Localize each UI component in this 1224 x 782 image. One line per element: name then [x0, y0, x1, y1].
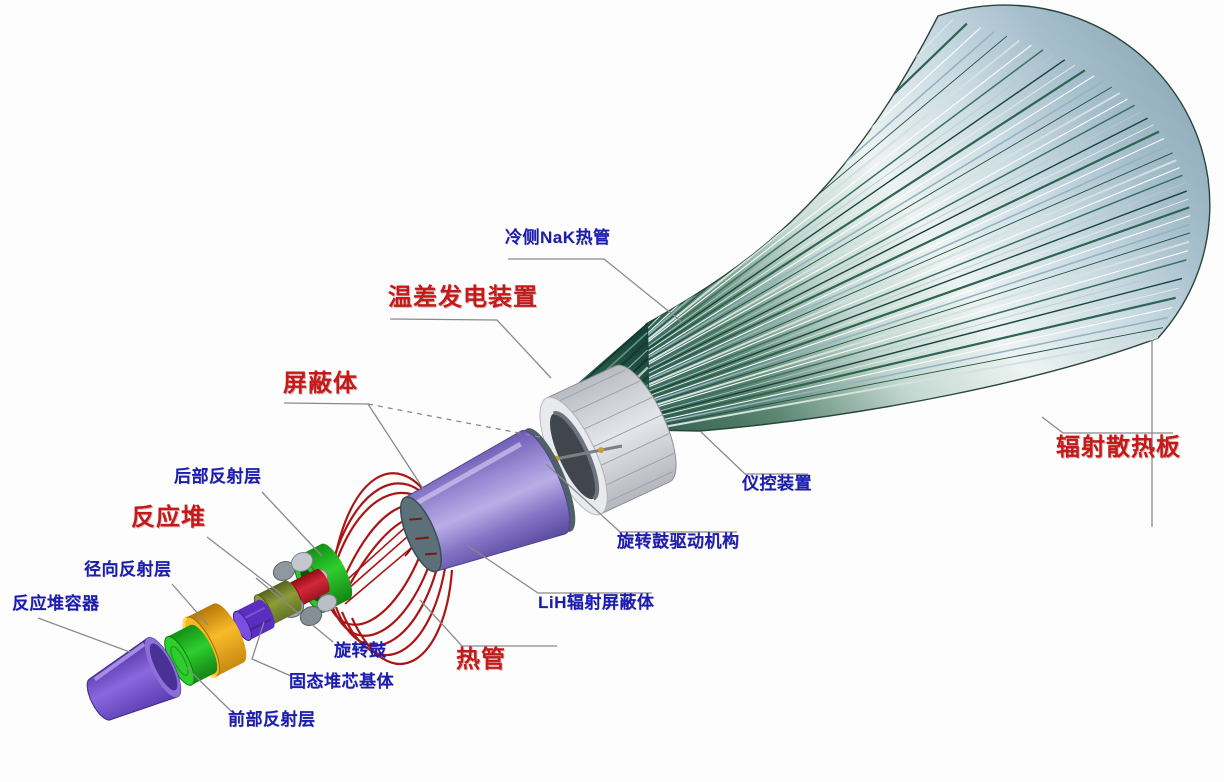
- label-shield: 屏蔽体: [283, 370, 358, 397]
- label-heat-pipe: 热管: [456, 646, 506, 673]
- leader-solid-core-matrix: [251, 621, 292, 677]
- leader-drum-drive-mechanism: [545, 463, 737, 533]
- leader-heat-pipe: [419, 599, 557, 647]
- label-rear-reflector: 后部反射层: [174, 467, 262, 486]
- leader-radial-reflector: [171, 583, 209, 626]
- label-thermoelectric-generator: 温差发电装置: [388, 284, 538, 311]
- front-reflector-disc: [164, 624, 218, 686]
- radiator-cone: [638, 4, 1211, 432]
- label-drum-drive-mechanism: 旋转鼓驱动机构: [617, 532, 740, 551]
- leader-lines: [37, 258, 1173, 713]
- label-radiator-panel: 辐射散热板: [1056, 434, 1181, 461]
- label-solid-core-matrix: 固态堆芯基体: [289, 672, 394, 691]
- leader-front-reflector: [185, 666, 233, 713]
- leader-radiator-panel: [1041, 416, 1173, 434]
- reactor-vessel: [86, 637, 182, 721]
- label-rotating-drum: 旋转鼓: [334, 641, 387, 660]
- leader-instrumentation-control: [700, 431, 808, 475]
- label-instrumentation-control: 仪控装置: [742, 474, 812, 493]
- leader-rear-reflector: [261, 491, 323, 557]
- shield-assembly: [399, 428, 576, 573]
- leader-lih-radiation-shield: [467, 545, 652, 594]
- leader-shield-dashed: [367, 403, 541, 438]
- leader-reactor-vessel: [37, 617, 131, 653]
- label-front-reflector: 前部反射层: [228, 710, 316, 729]
- leader-cold-nak-heat-pipe: [508, 258, 683, 323]
- label-reactor: 反应堆: [131, 504, 206, 531]
- label-cold-nak-heat-pipe: 冷侧NaK热管: [505, 228, 611, 247]
- leader-shield-solid: [283, 402, 425, 491]
- label-lih-radiation-shield: LiH辐射屏蔽体: [538, 593, 655, 612]
- leader-thermoelectric-generator: [389, 318, 552, 379]
- leader-rotating-drum: [255, 577, 334, 643]
- label-reactor-vessel: 反应堆容器: [12, 594, 100, 613]
- leader-reactor: [206, 536, 286, 598]
- label-radial-reflector: 径向反射层: [84, 560, 172, 579]
- radiator-heat-pipe-stripes: [646, 15, 1191, 431]
- hex-spacer: [232, 599, 275, 641]
